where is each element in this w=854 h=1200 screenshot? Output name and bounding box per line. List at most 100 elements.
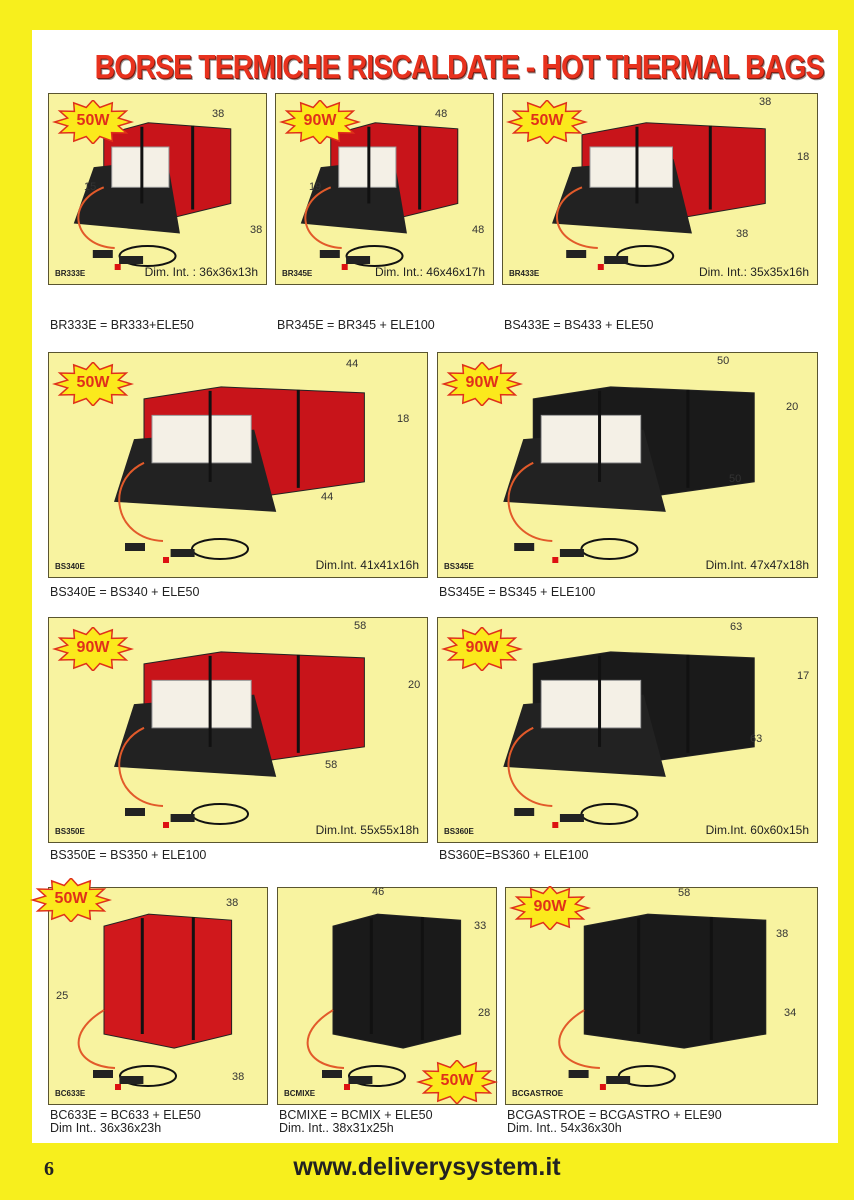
model-code: BR333E xyxy=(55,269,86,278)
model-code: BR433E xyxy=(509,269,540,278)
starburst-icon xyxy=(279,100,361,144)
dimension-label: 50 xyxy=(717,355,730,367)
starburst-icon xyxy=(441,362,523,406)
model-code: BS345E xyxy=(444,562,474,571)
wattage-badge: 90W xyxy=(441,362,523,406)
thermal-bag-image xyxy=(114,386,365,563)
internal-dimensions: Dim. Int.: 46x46x17h xyxy=(374,265,485,279)
product-caption: BS340E = BS340 + ELE50 xyxy=(50,585,200,599)
model-code: BC633E xyxy=(55,1089,86,1098)
starburst-icon xyxy=(416,1060,498,1104)
wattage-text: 90W xyxy=(465,374,499,391)
dimension-label: 38 xyxy=(212,108,225,120)
product-caption: BC633E = BC633 + ELE50 xyxy=(50,1108,201,1122)
dimension-label: 48 xyxy=(435,108,448,120)
product-caption: BR345E = BR345 + ELE100 xyxy=(277,318,435,332)
dimension-label: 38 xyxy=(232,1071,245,1083)
thermal-bag-image xyxy=(114,651,365,828)
wattage-text: 90W xyxy=(303,112,337,129)
wattage-badge: 50W xyxy=(506,100,588,144)
model-code: BS350E xyxy=(55,827,85,836)
thermal-bag-image xyxy=(503,651,755,828)
wattage-badge: 50W xyxy=(52,100,134,144)
dimension-label: 25 xyxy=(56,990,69,1002)
internal-dimensions: Dim.Int. 60x60x15h xyxy=(705,823,809,837)
dimension-label: 17 xyxy=(797,670,810,682)
starburst-icon xyxy=(30,878,112,922)
dimension-label: 33 xyxy=(474,920,487,932)
thermal-bag-image xyxy=(77,913,233,1090)
dimension-label: 19 xyxy=(309,181,322,193)
dimension-label: 58 xyxy=(325,759,338,771)
product-caption: Dim. Int.. 54x36x30h xyxy=(507,1121,622,1135)
starburst-icon xyxy=(509,886,591,930)
wattage-badge: 90W xyxy=(441,627,523,671)
product-caption: Dim. Int.. 38x31x25h xyxy=(279,1121,394,1135)
dimension-label: 28 xyxy=(478,1007,491,1019)
wattage-text: 50W xyxy=(440,1072,474,1089)
model-code: BS360E xyxy=(444,827,474,836)
wattage-text: 50W xyxy=(76,374,110,391)
dimension-label: 34 xyxy=(784,1007,797,1019)
model-code: BCMIXE xyxy=(284,1089,316,1098)
wattage-badge: 90W xyxy=(509,886,591,930)
dimension-label: 58 xyxy=(678,887,691,899)
product-caption: BS350E = BS350 + ELE100 xyxy=(50,848,207,862)
thermal-bag-image xyxy=(503,386,755,563)
starburst-icon xyxy=(441,627,523,671)
starburst-icon xyxy=(52,362,134,406)
dimension-label: 38 xyxy=(226,897,239,909)
model-code: BS340E xyxy=(55,562,85,571)
dimension-label: 48 xyxy=(472,224,485,236)
dimension-label: 44 xyxy=(321,491,334,503)
product-panel-bs340e: BS340E Dim.Int. 41x41x16h xyxy=(48,352,428,578)
wattage-text: 90W xyxy=(533,898,567,915)
website-url[interactable]: www.deliverysystem.it xyxy=(293,1153,561,1181)
product-caption: BCGASTROE = BCGASTRO + ELE90 xyxy=(507,1108,722,1122)
wattage-badge: 50W xyxy=(416,1060,498,1104)
internal-dimensions: Dim.Int. 55x55x18h xyxy=(315,823,419,837)
dimension-label: 15 xyxy=(84,181,97,193)
model-code: BCGASTROE xyxy=(512,1089,564,1098)
starburst-icon xyxy=(506,100,588,144)
wattage-badge: 90W xyxy=(52,627,134,671)
dimension-label: 38 xyxy=(776,928,789,940)
wattage-text: 50W xyxy=(76,112,110,129)
wattage-badge: 90W xyxy=(279,100,361,144)
dimension-label: 38 xyxy=(759,96,772,108)
dimension-label: 18 xyxy=(397,413,410,425)
dimension-label: 18 xyxy=(797,151,810,163)
model-code: BR345E xyxy=(282,269,313,278)
thermal-bag-image xyxy=(300,122,459,270)
wattage-text: 90W xyxy=(465,639,499,656)
wattage-text: 50W xyxy=(530,112,564,129)
dimension-label: 44 xyxy=(346,358,359,370)
dimension-label: 58 xyxy=(354,620,367,632)
product-caption: BS360E=BS360 + ELE100 xyxy=(439,848,589,862)
dimension-label: 20 xyxy=(786,401,799,413)
page-number: 6 xyxy=(44,1158,54,1180)
thermal-bag-image xyxy=(552,122,766,270)
wattage-text: 50W xyxy=(54,890,88,907)
thermal-bag-image xyxy=(73,122,232,270)
internal-dimensions: Dim. Int.: 35x35x16h xyxy=(698,265,809,279)
starburst-icon xyxy=(52,100,134,144)
dimension-label: 50 xyxy=(729,473,742,485)
page-title: BORSE TERMICHE RISCALDATE - HOT THERMAL … xyxy=(94,48,825,85)
product-caption: Dim Int.. 36x36x23h xyxy=(50,1121,162,1135)
product-caption: BS345E = BS345 + ELE100 xyxy=(439,585,596,599)
wattage-badge: 50W xyxy=(30,878,112,922)
wattage-badge: 50W xyxy=(52,362,134,406)
product-panel-bcmixe: BCMIXE xyxy=(277,887,497,1105)
starburst-icon xyxy=(52,627,134,671)
product-caption: BS433E = BS433 + ELE50 xyxy=(504,318,654,332)
product-panel-bc633e: BC633E xyxy=(48,887,268,1105)
internal-dimensions: Dim.Int. 41x41x16h xyxy=(315,558,419,572)
internal-dimensions: Dim.Int. 47x47x18h xyxy=(705,558,809,572)
dimension-label: 63 xyxy=(730,621,743,633)
wattage-text: 90W xyxy=(76,639,110,656)
dimension-label: 46 xyxy=(372,886,385,898)
internal-dimensions: Dim. Int. : 36x36x13h xyxy=(144,265,258,279)
dimension-label: 63 xyxy=(750,733,763,745)
dimension-label: 38 xyxy=(250,224,263,236)
